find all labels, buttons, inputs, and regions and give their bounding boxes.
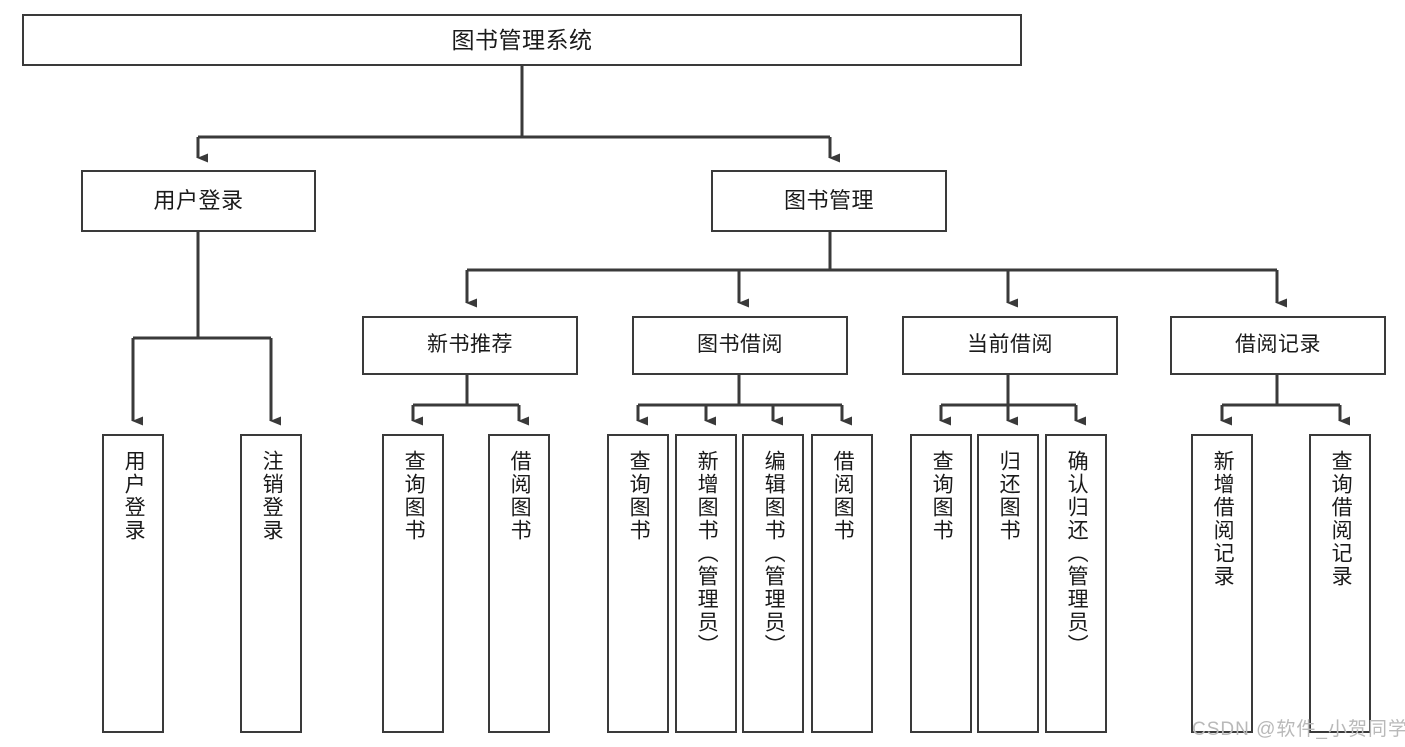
node-root-book-management-system[interactable]: 图书管理系统 — [22, 14, 1022, 66]
node-label: 新书推荐 — [427, 333, 513, 357]
node-book-borrow[interactable]: 图书借阅 — [632, 316, 848, 375]
node-label: 借阅图书 — [831, 450, 855, 542]
node-label: 归还图书 — [997, 450, 1021, 542]
node-label: 查询图书 — [627, 450, 651, 542]
node-label: 用户登录 — [122, 450, 146, 542]
leaf-query-borrow-record[interactable]: 查询借阅记录 — [1309, 434, 1371, 733]
leaf-return-book[interactable]: 归还图书 — [977, 434, 1039, 733]
node-label: 当前借阅 — [967, 333, 1053, 357]
leaf-query-book-borrow[interactable]: 查询图书 — [607, 434, 669, 733]
node-user-login[interactable]: 用户登录 — [81, 170, 316, 232]
node-label: 查询借阅记录 — [1329, 450, 1353, 588]
leaf-borrow-book[interactable]: 借阅图书 — [811, 434, 873, 733]
node-label: 新增图书（管理员） — [695, 450, 719, 657]
node-label: 借阅图书 — [508, 450, 532, 542]
node-label: 确认归还（管理员） — [1065, 450, 1089, 657]
node-label: 新增借阅记录 — [1211, 450, 1235, 588]
leaf-logout[interactable]: 注销登录 — [240, 434, 302, 733]
csdn-watermark: CSDN @软件_小贺同学 — [1192, 719, 1405, 740]
leaf-query-book-current[interactable]: 查询图书 — [910, 434, 972, 733]
node-label: 图书管理系统 — [451, 26, 593, 53]
leaf-add-borrow-record[interactable]: 新增借阅记录 — [1191, 434, 1253, 733]
node-book-management[interactable]: 图书管理 — [711, 170, 947, 232]
leaf-user-login[interactable]: 用户登录 — [102, 434, 164, 733]
node-label: 查询图书 — [402, 450, 426, 542]
leaf-query-book-recommend[interactable]: 查询图书 — [382, 434, 444, 733]
node-label: 查询图书 — [930, 450, 954, 542]
node-borrow-record[interactable]: 借阅记录 — [1170, 316, 1386, 375]
node-current-borrow[interactable]: 当前借阅 — [902, 316, 1118, 375]
node-label: 图书借阅 — [697, 333, 783, 357]
leaf-borrow-book-recommend[interactable]: 借阅图书 — [488, 434, 550, 733]
node-label: 注销登录 — [260, 450, 284, 542]
node-label: 图书管理 — [783, 188, 874, 214]
node-label: 编辑图书（管理员） — [762, 450, 786, 657]
leaf-add-book-admin[interactable]: 新增图书（管理员） — [675, 434, 737, 733]
leaf-confirm-return-admin[interactable]: 确认归还（管理员） — [1045, 434, 1107, 733]
node-new-book-recommend[interactable]: 新书推荐 — [362, 316, 578, 375]
node-label: 借阅记录 — [1235, 333, 1321, 357]
node-label: 用户登录 — [153, 188, 244, 214]
leaf-edit-book-admin[interactable]: 编辑图书（管理员） — [742, 434, 804, 733]
